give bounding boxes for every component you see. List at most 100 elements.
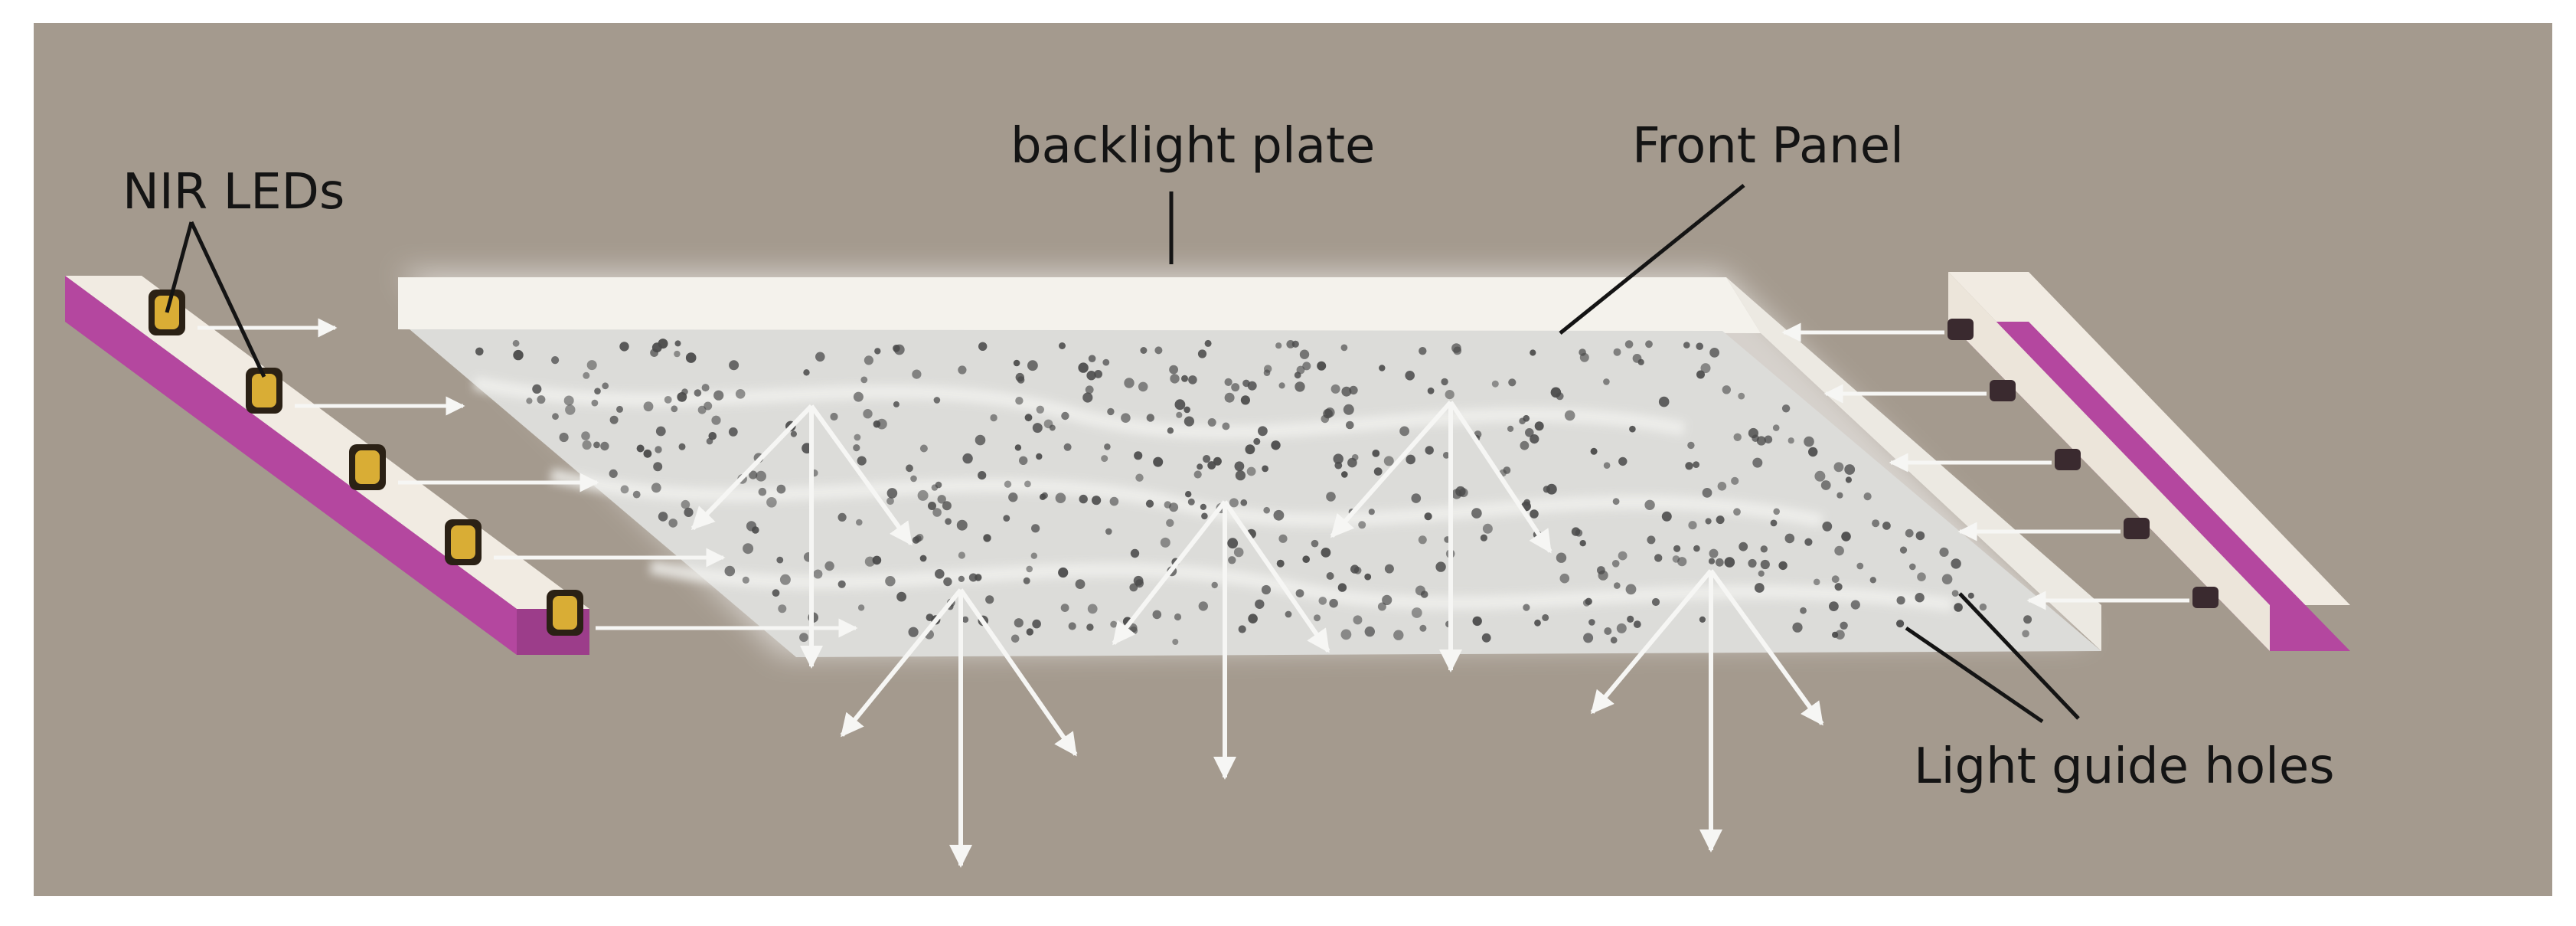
light-guide-hole: [1296, 365, 1305, 375]
light-guide-hole: [1326, 572, 1334, 580]
light-guide-hole: [708, 432, 717, 440]
light-guide-hole: [1624, 340, 1634, 348]
light-guide-hole: [1784, 533, 1795, 544]
light-guide-hole: [619, 342, 629, 352]
light-guide-hole: [1032, 423, 1043, 434]
light-guide-hole: [853, 444, 860, 452]
light-guide-hole: [1317, 361, 1327, 371]
light-guide-hole: [1832, 631, 1839, 638]
light-guide-hole: [1738, 392, 1745, 400]
light-guide-hole: [1840, 621, 1848, 630]
light-guide-hole: [1247, 381, 1257, 391]
leader-light-guide-holes-1: [1905, 626, 2044, 724]
emitted-light-ray: [958, 588, 1078, 757]
led-chip-glow: [451, 525, 475, 559]
light-guide-hole: [1203, 455, 1211, 463]
light-guide-hole: [1833, 462, 1844, 473]
light-guide-hole: [1550, 387, 1562, 398]
light-guide-hole: [728, 427, 738, 437]
light-guide-hole: [1273, 509, 1285, 521]
light-guide-hole: [1055, 492, 1066, 503]
light-guide-hole: [1835, 630, 1845, 640]
light-guide-hole: [1748, 558, 1757, 568]
emitted-light-ray: [840, 588, 963, 738]
light-guide-hole: [1917, 572, 1926, 581]
light-guide-hole: [1611, 560, 1620, 568]
light-guide-hole: [1129, 583, 1138, 592]
nir-leds-label: NIR LEDs: [122, 164, 344, 221]
light-guide-hole: [1834, 545, 1844, 556]
light-guide-hole: [1717, 482, 1727, 491]
light-guide-hole: [1709, 348, 1720, 358]
light-guide-hole: [1085, 385, 1094, 394]
light-guide-hole: [790, 430, 797, 437]
light-guide-hole: [1030, 552, 1038, 559]
light-guide-hole: [1302, 362, 1311, 371]
light-guide-hole: [1013, 359, 1020, 367]
light-guide-hole: [563, 395, 574, 406]
light-guide-hole: [1105, 528, 1112, 535]
light-guide-hole: [1193, 470, 1202, 479]
light-guide-hole: [1032, 619, 1041, 629]
light-guide-hole: [1318, 597, 1327, 605]
light-guide-hole: [1330, 384, 1340, 394]
light-guide-hole: [1058, 567, 1069, 578]
light-guide-hole: [1240, 499, 1248, 506]
light-guide-hole: [1166, 519, 1174, 527]
light-guide-hole: [1263, 369, 1271, 377]
light-guide-hole: [830, 412, 838, 421]
light-guide-hole: [1015, 397, 1024, 405]
light-guide-hole: [935, 569, 945, 579]
light-guide-hole: [1017, 376, 1025, 384]
light-guide-hole: [919, 555, 927, 562]
light-guide-hole: [1174, 399, 1186, 411]
light-guide-hole: [1645, 340, 1653, 348]
light-guide-hole: [674, 340, 681, 347]
light-guide-hole: [837, 512, 847, 522]
emitted-light-ray: [1448, 401, 1552, 554]
light-guide-hole: [752, 526, 759, 534]
light-guide-hole: [1520, 440, 1530, 450]
light-guide-hole: [1224, 392, 1235, 403]
light-guide-hole: [1372, 450, 1380, 457]
right-led-bar: [1948, 272, 2350, 651]
light-guide-hole: [874, 348, 881, 355]
light-guide-hole: [854, 434, 861, 441]
light-guide-hole: [1026, 565, 1033, 573]
light-guide-hole: [1472, 616, 1482, 627]
light-guide-hole: [1629, 425, 1636, 433]
light-guide-hole: [776, 484, 786, 494]
light-guide-hole: [591, 399, 599, 407]
light-guide-hole: [1614, 582, 1621, 589]
light-guide-hole: [594, 388, 601, 394]
light-guide-hole: [1145, 499, 1154, 508]
light-guide-hole: [1804, 436, 1814, 447]
light-guide-hole: [1351, 453, 1359, 461]
light-guide-hole: [1905, 528, 1914, 538]
light-guide-hole: [1204, 339, 1212, 347]
light-guide-hole: [1140, 347, 1148, 354]
emitted-light-ray: [1223, 500, 1330, 653]
light-guide-hole: [1393, 630, 1404, 640]
light-guide-hole: [978, 471, 987, 480]
light-guide-hole: [1837, 492, 1843, 499]
light-guide-hole: [1471, 508, 1482, 519]
light-guide-hole: [958, 575, 965, 583]
light-guide-hole: [1503, 466, 1511, 474]
light-guide-hole: [1185, 491, 1192, 498]
light-guide-hole: [1039, 493, 1046, 500]
light-guide-hole: [2023, 615, 2032, 624]
light-guide-hole: [678, 443, 686, 450]
light-guide-hole: [749, 470, 758, 479]
light-guide-hole: [1633, 620, 1641, 628]
light-guide-hole: [1224, 378, 1232, 386]
light-guide-hole: [1343, 404, 1354, 415]
light-guide-hole: [1321, 548, 1331, 558]
light-guide-hole: [1170, 374, 1180, 384]
light-guide-hole: [1800, 607, 1807, 614]
light-guide-hole: [1451, 343, 1461, 353]
light-guide-hole: [1087, 604, 1098, 614]
backlight-plate-label: backlight plate: [1010, 118, 1375, 175]
light-guide-hole: [1346, 420, 1354, 430]
light-guide-hole: [912, 369, 922, 379]
